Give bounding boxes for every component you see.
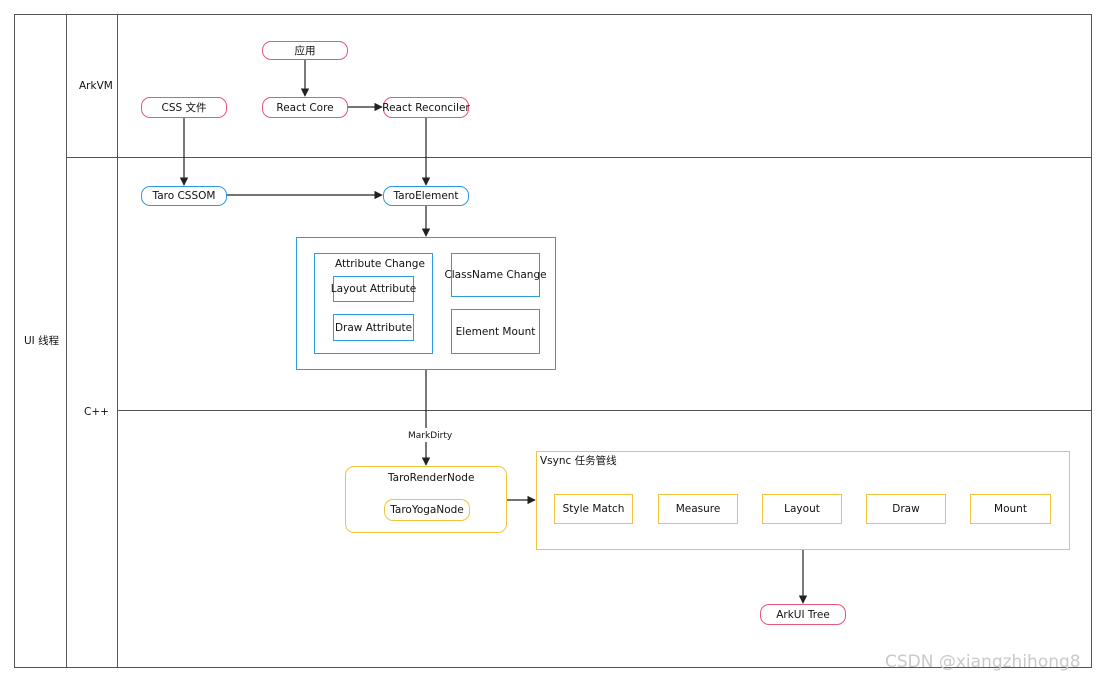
app-node: 应用 — [262, 41, 348, 60]
taro-element-node: TaroElement — [383, 186, 469, 206]
mount-node: Mount — [970, 494, 1051, 524]
cpp-lane-label: C++ — [84, 406, 109, 418]
react-core-node: React Core — [262, 97, 348, 118]
element-mount-node: Element Mount — [451, 309, 540, 354]
layout-attribute-node: Layout Attribute — [331, 276, 416, 302]
classname-change-node: ClassName Change — [444, 253, 547, 297]
style-match-node: Style Match — [554, 494, 633, 524]
measure-node: Measure — [658, 494, 738, 524]
attribute-change-title: Attribute Change — [335, 258, 425, 270]
vsync-pipeline-title: Vsync 任务管线 — [540, 455, 617, 467]
draw-attribute-node: Draw Attribute — [333, 314, 414, 341]
csdn-watermark: CSDN @xiangzhihong8 — [885, 652, 1081, 672]
ui-thread-label: UI 线程 — [24, 335, 60, 347]
mark-dirty-label: MarkDirty — [408, 430, 453, 442]
taro-cssom-node: Taro CSSOM — [141, 186, 227, 206]
swimlane-frame — [14, 14, 1092, 668]
css-file-node: CSS 文件 — [141, 97, 227, 118]
taro-yoga-node: TaroYogaNode — [384, 499, 470, 521]
arkvm-lane-label: ArkVM — [79, 80, 113, 92]
layout-node: Layout — [762, 494, 842, 524]
draw-node: Draw — [866, 494, 946, 524]
arkui-tree-node: ArkUI Tree — [760, 604, 846, 625]
taro-render-node-title: TaroRenderNode — [388, 472, 475, 484]
react-reconciler-node: React Reconciler — [382, 97, 470, 118]
